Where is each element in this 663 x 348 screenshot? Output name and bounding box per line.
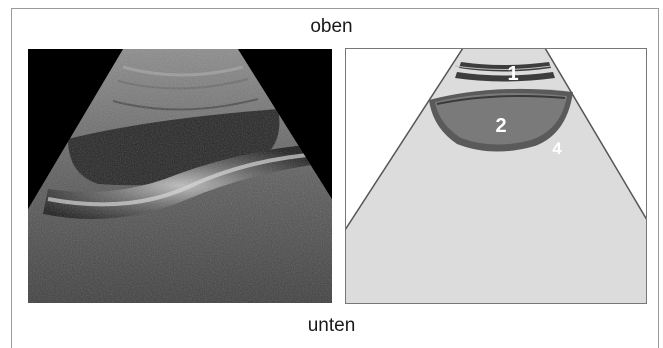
label-oben: oben bbox=[0, 16, 663, 38]
schematic-diagram: 1 2 4 bbox=[345, 48, 647, 304]
region-label-2: 2 bbox=[495, 115, 506, 137]
ultrasound-image bbox=[28, 49, 332, 303]
region-label-4: 4 bbox=[552, 139, 562, 158]
label-unten: unten bbox=[0, 315, 663, 337]
region-label-1: 1 bbox=[507, 63, 518, 85]
